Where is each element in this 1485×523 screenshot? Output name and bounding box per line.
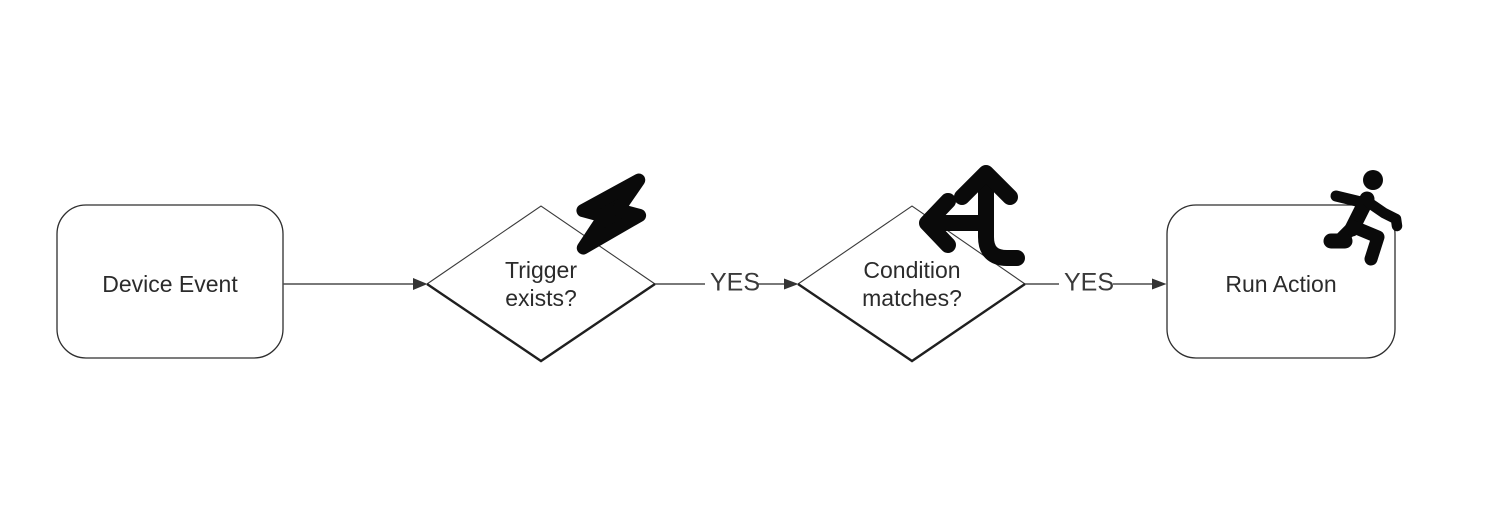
running-person-icon: [1323, 170, 1403, 266]
arrowhead-icon: [413, 278, 428, 290]
edge-trigger-to-condition: [655, 278, 799, 290]
arrowhead-icon: [1152, 278, 1167, 290]
node-trigger-exists-shape: [426, 205, 656, 363]
edge-condition-to-run-action: [1025, 278, 1167, 290]
node-label-trigger-exists: Trigger exists?: [505, 257, 577, 311]
edge-device-event-to-trigger: [283, 278, 428, 290]
arrowhead-icon: [784, 278, 799, 290]
node-label-run-action: Run Action: [1225, 271, 1337, 297]
edge-label-yes-1: YES: [709, 268, 761, 297]
edge-label-yes-2: YES: [1063, 268, 1115, 297]
node-device-event-shape: [56, 204, 284, 359]
node-label-condition-matches: Condition matches?: [862, 257, 962, 311]
split-arrows-icon: [919, 165, 1025, 266]
node-label-device-event: Device Event: [102, 271, 238, 297]
lightning-icon: [576, 173, 647, 255]
